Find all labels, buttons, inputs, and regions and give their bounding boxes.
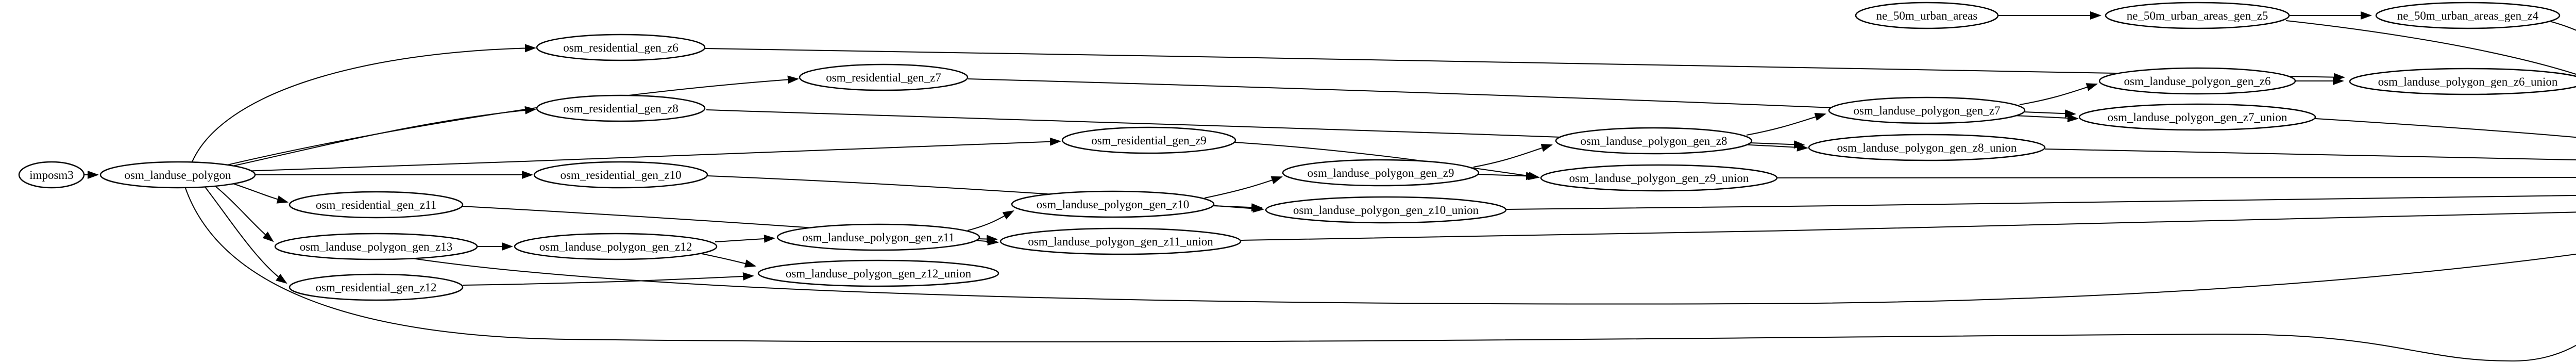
graph-edge — [1473, 143, 1553, 168]
node-osm-landuse-polygon-gen-z8-union: osm_landuse_polygon_gen_z8_union — [1808, 134, 2046, 161]
node-osm-residential-gen-z8: osm_residential_gen_z8 — [536, 94, 706, 122]
node-label: imposm3 — [29, 169, 74, 182]
node-label: ne_50m_urban_areas — [1876, 9, 1978, 22]
node-ne-50m-urban-areas: ne_50m_urban_areas — [1855, 2, 1999, 29]
graph-edge — [967, 210, 1014, 231]
node-osm-residential-gen-z10: osm_residential_gen_z10 — [533, 161, 708, 189]
graph-edge — [213, 106, 536, 171]
graph-edge — [212, 184, 274, 242]
graph-edge — [1776, 177, 2576, 178]
node-label: osm_residential_gen_z12 — [315, 281, 436, 294]
graph-edge — [715, 234, 775, 243]
node-label: osm_landuse_polygon — [125, 169, 231, 182]
graph-edge — [2315, 118, 2576, 138]
node-label: ne_50m_urban_areas_gen_z5 — [2127, 9, 2268, 22]
node-label: osm_landuse_polygon_gen_z13 — [300, 240, 452, 253]
node-osm-landuse-polygon-gen-z7-union: osm_landuse_polygon_gen_z7_union — [2078, 103, 2316, 131]
node-osm-landuse-polygon-gen-z9: osm_landuse_polygon_gen_z9 — [1282, 159, 1480, 187]
node-label: osm_landuse_polygon_gen_z6 — [2124, 75, 2271, 88]
node-osm-landuse-polygon-gen-z10-union: osm_landuse_polygon_gen_z10_union — [1265, 196, 1507, 224]
graph-edge — [2551, 21, 2576, 31]
graph-edge — [2044, 149, 2576, 160]
graph-edge — [191, 44, 536, 163]
node-label: osm_landuse_polygon_gen_z9 — [1308, 167, 1454, 179]
graph-edge — [412, 253, 2576, 305]
node-label: osm_residential_gen_z8 — [563, 102, 679, 115]
graph-edge — [1505, 194, 2576, 210]
node-label: osm_landuse_polygon_gen_z8_union — [1837, 141, 2017, 154]
node-osm-landuse-polygon-gen-z8: osm_landuse_polygon_gen_z8 — [1555, 127, 1753, 155]
node-label: osm_landuse_polygon_gen_z9_union — [1569, 172, 1749, 185]
graph-edge — [2019, 83, 2098, 105]
node-label: osm_landuse_polygon_gen_z12 — [539, 240, 692, 253]
graph-edge — [701, 253, 756, 268]
node-label: osm_residential_gen_z11 — [316, 199, 436, 211]
node-osm-landuse-polygon-gen-z13: osm_landuse_polygon_gen_z13 — [274, 233, 478, 260]
node-label: osm_landuse_polygon_gen_z12_union — [786, 267, 972, 280]
node-osm-landuse-polygon-gen-z6: osm_landuse_polygon_gen_z6 — [2098, 67, 2296, 95]
graph-edge — [2023, 109, 2076, 118]
graph-edge — [220, 75, 799, 167]
node-label: osm_landuse_polygon_gen_z7 — [1854, 104, 2001, 117]
node-label: osm_residential_gen_z10 — [560, 169, 681, 182]
node-label: osm_landuse_polygon_gen_z7_union — [2108, 111, 2287, 124]
node-osm-landuse-polygon-gen-z12: osm_landuse_polygon_gen_z12 — [514, 233, 718, 260]
node-imposm3: imposm3 — [18, 161, 85, 189]
node-label: osm_landuse_polygon_gen_z6_union — [2378, 75, 2558, 88]
node-osm-landuse-polygon-gen-z10: osm_landuse_polygon_gen_z10 — [1011, 190, 1215, 218]
node-osm-landuse-polygon: osm_landuse_polygon — [99, 161, 256, 189]
graph-edge — [242, 137, 1061, 172]
node-osm-landuse-polygon-gen-z6-union: osm_landuse_polygon_gen_z6_union — [2349, 68, 2576, 95]
graph-edge — [2285, 20, 2576, 75]
node-osm-landuse-polygon-gen-z9-union: osm_landuse_polygon_gen_z9_union — [1540, 164, 1778, 192]
graph-edge — [1750, 140, 1805, 149]
node-osm-residential-gen-z12: osm_residential_gen_z12 — [289, 273, 464, 301]
node-ne-50m-urban-areas-gen-z5: ne_50m_urban_areas_gen_z5 — [2105, 2, 2290, 29]
node-label: osm_landuse_polygon_gen_z10_union — [1293, 204, 1479, 217]
node-osm-landuse-polygon-gen-z12-union: osm_landuse_polygon_gen_z12_union — [757, 259, 999, 287]
graph-edge — [463, 272, 754, 286]
graph-edge — [1234, 142, 1540, 180]
graph-edge — [226, 181, 289, 204]
node-osm-landuse-polygon-gen-z11-union: osm_landuse_polygon_gen_z11_union — [999, 227, 1242, 255]
node-ne-50m-urban-areas-gen-z4: ne_50m_urban_areas_gen_z4 — [2375, 2, 2561, 29]
graph-edge — [1746, 112, 1826, 136]
node-label: osm_landuse_polygon_gen_z11_union — [1028, 235, 1213, 248]
node-label: osm_landuse_polygon_gen_z10 — [1037, 198, 1189, 211]
node-osm-residential-gen-z6: osm_residential_gen_z6 — [536, 34, 706, 61]
node-label: osm_landuse_polygon_gen_z11 — [802, 231, 955, 244]
graph-edges — [84, 11, 2576, 362]
node-label: ne_50m_urban_areas_gen_z4 — [2397, 9, 2539, 22]
node-osm-residential-gen-z9: osm_residential_gen_z9 — [1061, 126, 1236, 154]
node-label: osm_residential_gen_z9 — [1091, 134, 1207, 147]
node-osm-residential-gen-z7: osm_residential_gen_z7 — [799, 63, 969, 91]
graph-edge — [184, 186, 2576, 362]
node-osm-landuse-polygon-gen-z7: osm_landuse_polygon_gen_z7 — [1828, 96, 2026, 124]
graph-edge — [204, 185, 287, 284]
node-label: osm_landuse_polygon_gen_z8 — [1581, 135, 1727, 147]
node-osm-landuse-polygon-gen-z11: osm_landuse_polygon_gen_z11 — [776, 223, 980, 251]
node-label: osm_residential_gen_z6 — [563, 41, 679, 54]
node-osm-residential-gen-z11: osm_residential_gen_z11 — [289, 191, 464, 219]
graph-edge — [1204, 176, 1283, 199]
node-label: osm_residential_gen_z7 — [826, 71, 941, 84]
